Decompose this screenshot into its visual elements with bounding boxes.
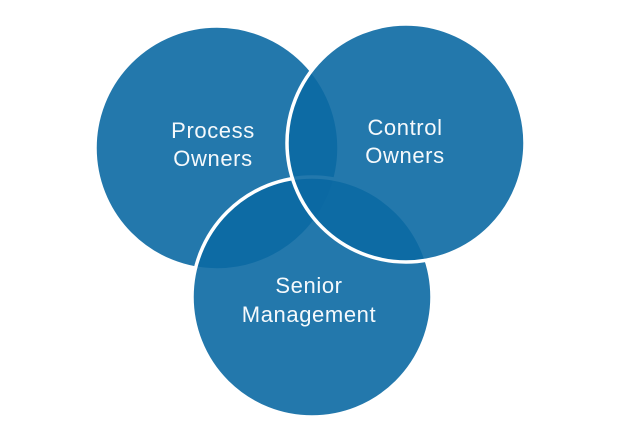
circle-control-owners <box>285 22 527 264</box>
